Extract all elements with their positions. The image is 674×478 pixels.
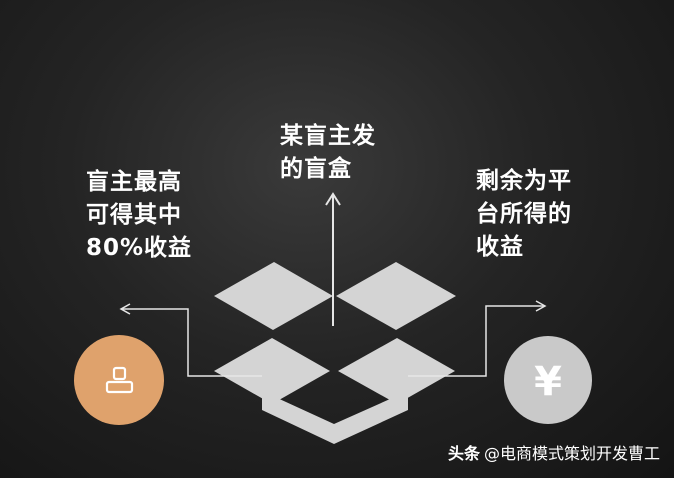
blind-box-graphic [214, 262, 456, 444]
box-flap-middle-right [338, 338, 455, 404]
platform-share-label: 剩余为平 台所得的 收益 [476, 165, 572, 264]
arrow-left [119, 303, 262, 377]
platform-circle: ¥ [504, 336, 592, 424]
blind-box-line-2: 的盲盒 [280, 156, 352, 182]
watermark: 头条@电商模式策划开发曹工 [448, 440, 660, 464]
platform-share-line-1: 剩余为平 [476, 168, 572, 194]
blind-box-line-1: 某盲主发 [280, 123, 376, 149]
box-body-front [262, 391, 408, 444]
owner-share-line-3: 80%收益 [86, 235, 193, 261]
box-flap-middle-left [214, 338, 330, 404]
watermark-text: @电商模式策划开发曹工 [483, 444, 660, 463]
owner-share-line-1: 盲主最高 [86, 169, 182, 195]
platform-share-line-2: 台所得的 [476, 201, 572, 227]
blind-box-label: 某盲主发 的盲盒 [280, 120, 376, 186]
arrow-right [408, 300, 547, 377]
owner-share-line-2: 可得其中 [86, 202, 182, 228]
owner-circle [74, 335, 164, 425]
platform-share-line-3: 收益 [476, 234, 524, 260]
yen-icon: ¥ [534, 359, 562, 405]
watermark-brand: 头条 [447, 444, 480, 463]
box-flap-top-right [336, 262, 456, 330]
owner-share-label: 盲主最高 可得其中 80%收益 [86, 166, 192, 265]
person-icon [105, 366, 134, 394]
arrow-up [325, 192, 341, 326]
box-flap-top-left [214, 262, 333, 330]
